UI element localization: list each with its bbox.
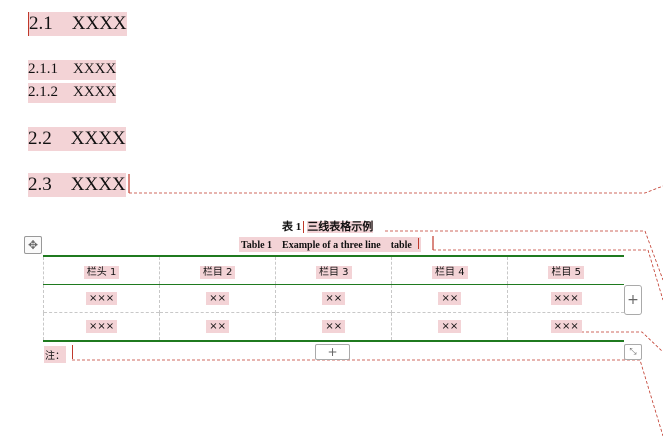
- header-cell[interactable]: 栏目 4: [391, 256, 508, 285]
- heading-number: 2.1.2: [28, 84, 58, 100]
- heading-number: 2.2: [28, 128, 52, 149]
- heading-title: XXXX: [73, 61, 117, 77]
- note-label: 注：: [45, 351, 65, 362]
- header-cell[interactable]: 栏目 3: [275, 256, 392, 285]
- heading-2-1-2: 2.1.2 XXXX: [28, 83, 117, 103]
- plus-icon: +: [627, 292, 639, 308]
- table-cell[interactable]: ××: [275, 312, 392, 341]
- heading-number: 2.1: [29, 13, 53, 34]
- table-header-row: 栏头 1 栏目 2 栏目 3 栏目 4 栏目 5: [42, 256, 624, 285]
- table-cell[interactable]: ××: [159, 312, 276, 341]
- heading-title: XXXX: [71, 13, 127, 34]
- add-row-button[interactable]: +: [315, 344, 350, 360]
- table-cell[interactable]: ××: [275, 284, 392, 313]
- table-cell[interactable]: ×××: [507, 312, 624, 341]
- table-caption-en: Table 1 Example of a three line table: [239, 237, 421, 252]
- heading-2-2: 2.2 XXXX: [28, 127, 126, 151]
- three-line-table: 栏头 1 栏目 2 栏目 3 栏目 4 栏目 5 ××× ×× ×× ×× ××…: [42, 255, 624, 342]
- table-cell[interactable]: ××: [391, 284, 508, 313]
- heading-number: 2.1.1: [28, 61, 58, 77]
- revision-mark: [72, 345, 73, 359]
- table-cell[interactable]: ×××: [42, 284, 160, 313]
- revision-mark: [417, 238, 419, 249]
- table-cell[interactable]: ××: [391, 312, 508, 341]
- table-note: 注：: [44, 346, 66, 363]
- add-column-button[interactable]: +: [624, 285, 642, 315]
- heading-number: 2.3: [28, 174, 52, 195]
- table-cell[interactable]: ××: [159, 284, 276, 313]
- resize-diagonal-icon[interactable]: ⤡: [624, 344, 642, 360]
- heading-2-1: 2.1 XXXX: [28, 12, 127, 36]
- caption-label: 表 1: [282, 221, 302, 233]
- table-cell[interactable]: ×××: [42, 312, 160, 341]
- heading-title: XXXX: [73, 84, 117, 100]
- caption-separator: [303, 221, 305, 233]
- heading-2-3: 2.3 XXXX: [28, 173, 126, 197]
- move-arrows-icon[interactable]: ✥: [24, 236, 42, 254]
- plus-icon: +: [327, 345, 338, 359]
- caption-en-text: Table 1 Example of a three line table: [241, 240, 412, 251]
- header-cell[interactable]: 栏目 2: [159, 256, 276, 285]
- table-caption-cn: 表 1 三线表格示例: [282, 218, 374, 234]
- table-row: ××× ×× ×× ×× ×××: [42, 284, 624, 313]
- header-cell[interactable]: 栏头 1: [42, 256, 160, 285]
- caption-title: 三线表格示例: [307, 221, 374, 233]
- heading-2-1-1: 2.1.1 XXXX: [28, 60, 117, 80]
- table-cell[interactable]: ×××: [507, 284, 624, 313]
- header-cell[interactable]: 栏目 5: [507, 256, 624, 285]
- heading-title: XXXX: [70, 174, 126, 195]
- heading-title: XXXX: [70, 128, 126, 149]
- table-row: ××× ×× ×× ×× ×××: [42, 312, 624, 341]
